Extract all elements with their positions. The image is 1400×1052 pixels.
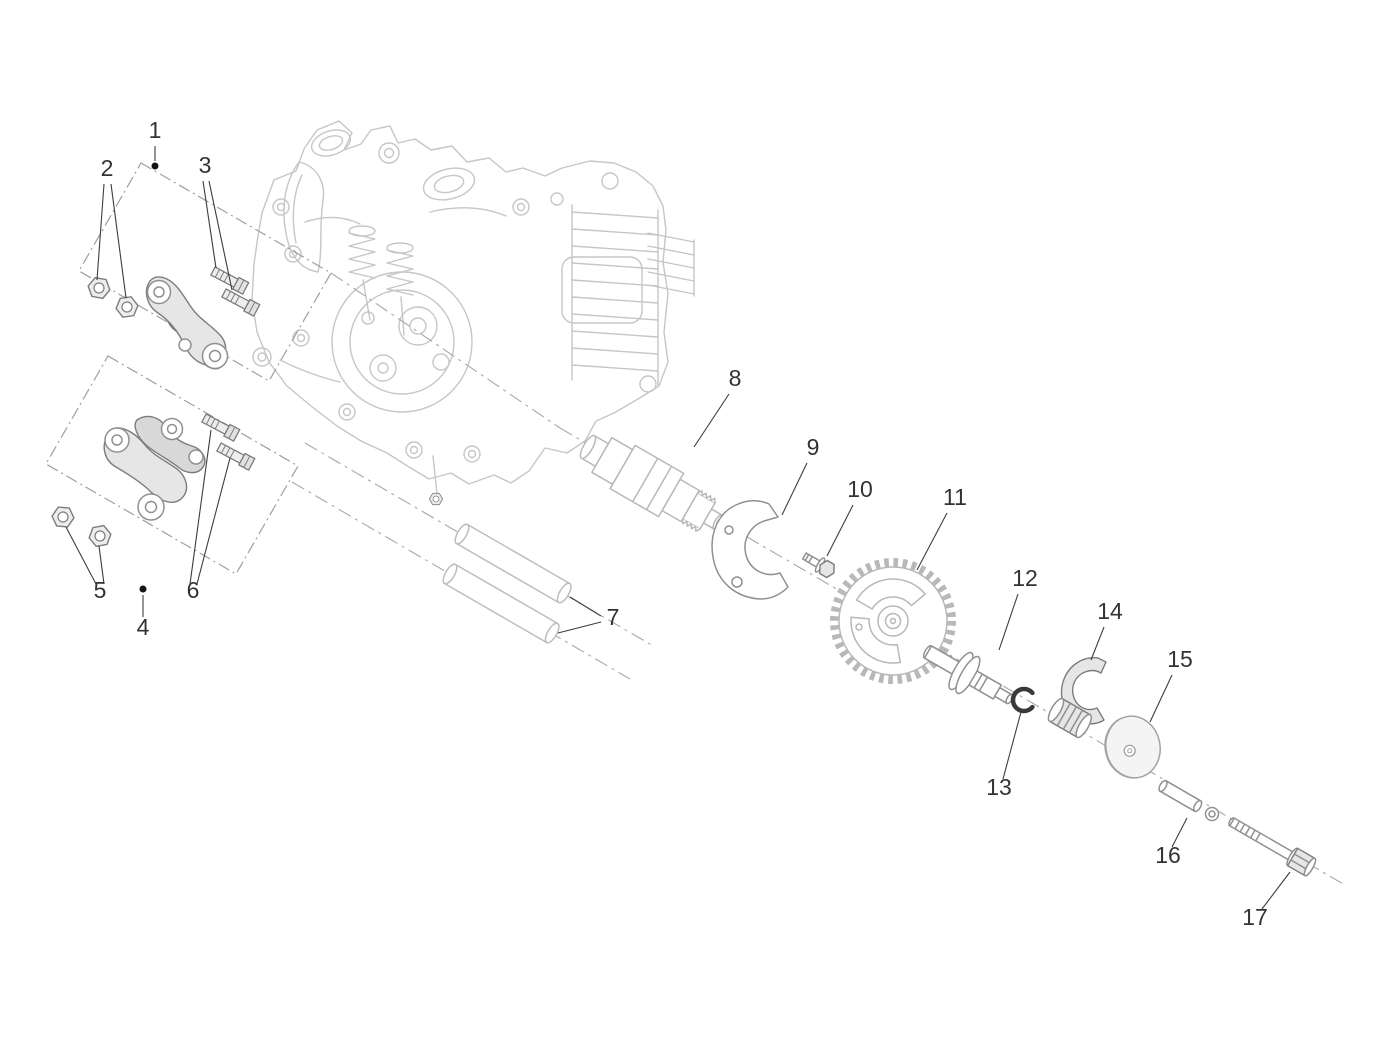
retainer-plate bbox=[711, 500, 789, 600]
dowel-pin bbox=[1158, 779, 1220, 822]
rocker-nut bbox=[85, 276, 113, 300]
reference-dot bbox=[151, 162, 159, 170]
rocker-nut bbox=[50, 505, 76, 529]
flange-bolt bbox=[801, 552, 835, 579]
valve-springs bbox=[348, 225, 414, 336]
part-label-3: 3 bbox=[199, 152, 212, 178]
cylinder-head-drawing bbox=[251, 120, 695, 506]
part-label-2: 2 bbox=[101, 155, 114, 181]
rocker-group-box-upper bbox=[78, 162, 332, 382]
part-label-4: 4 bbox=[137, 614, 150, 640]
cooling-fins bbox=[571, 204, 695, 386]
part-label-16: 16 bbox=[1155, 842, 1181, 868]
part-label-17: 17 bbox=[1242, 904, 1268, 930]
part-label-1: 1 bbox=[149, 117, 162, 143]
end-disc bbox=[1104, 715, 1161, 779]
part-label-14: 14 bbox=[1097, 598, 1123, 624]
lever-and-bushing bbox=[1047, 657, 1107, 739]
head-detail-lines bbox=[279, 207, 643, 506]
support-pins bbox=[439, 521, 575, 646]
part-label-5: 5 bbox=[94, 577, 107, 603]
part-label-10: 10 bbox=[847, 476, 873, 502]
combustion-chamber bbox=[331, 271, 473, 413]
bushing bbox=[1047, 697, 1093, 739]
rocker-nut bbox=[86, 524, 114, 548]
head-top-openings bbox=[310, 129, 476, 201]
rocker-stud bbox=[215, 440, 256, 471]
part-label-13: 13 bbox=[986, 774, 1012, 800]
c-clip bbox=[1010, 686, 1035, 714]
long-bolt bbox=[1228, 817, 1317, 877]
part-number-callouts: 1 2 3 4 5 6 7 8 9 10 11 12 13 14 15 16 1… bbox=[94, 117, 1268, 930]
rocker-stud bbox=[200, 411, 241, 442]
head-bolt-holes bbox=[252, 172, 657, 463]
camshaft-sprocket bbox=[830, 558, 956, 684]
rocker-group-box-lower bbox=[45, 355, 299, 575]
rocker-arm-group-lower bbox=[50, 411, 256, 548]
part-label-8: 8 bbox=[729, 365, 742, 391]
part-label-12: 12 bbox=[1012, 565, 1038, 591]
rocker-nut bbox=[114, 295, 140, 319]
leader-lines bbox=[65, 146, 1291, 910]
part-label-15: 15 bbox=[1167, 646, 1193, 672]
part-label-7: 7 bbox=[607, 604, 620, 630]
part-label-9: 9 bbox=[807, 434, 820, 460]
rocker-shaft bbox=[922, 645, 1014, 705]
reference-dot bbox=[139, 585, 147, 593]
part-label-6: 6 bbox=[187, 577, 200, 603]
rocker-arm-group-upper bbox=[85, 264, 261, 370]
part-label-11: 11 bbox=[943, 484, 967, 510]
